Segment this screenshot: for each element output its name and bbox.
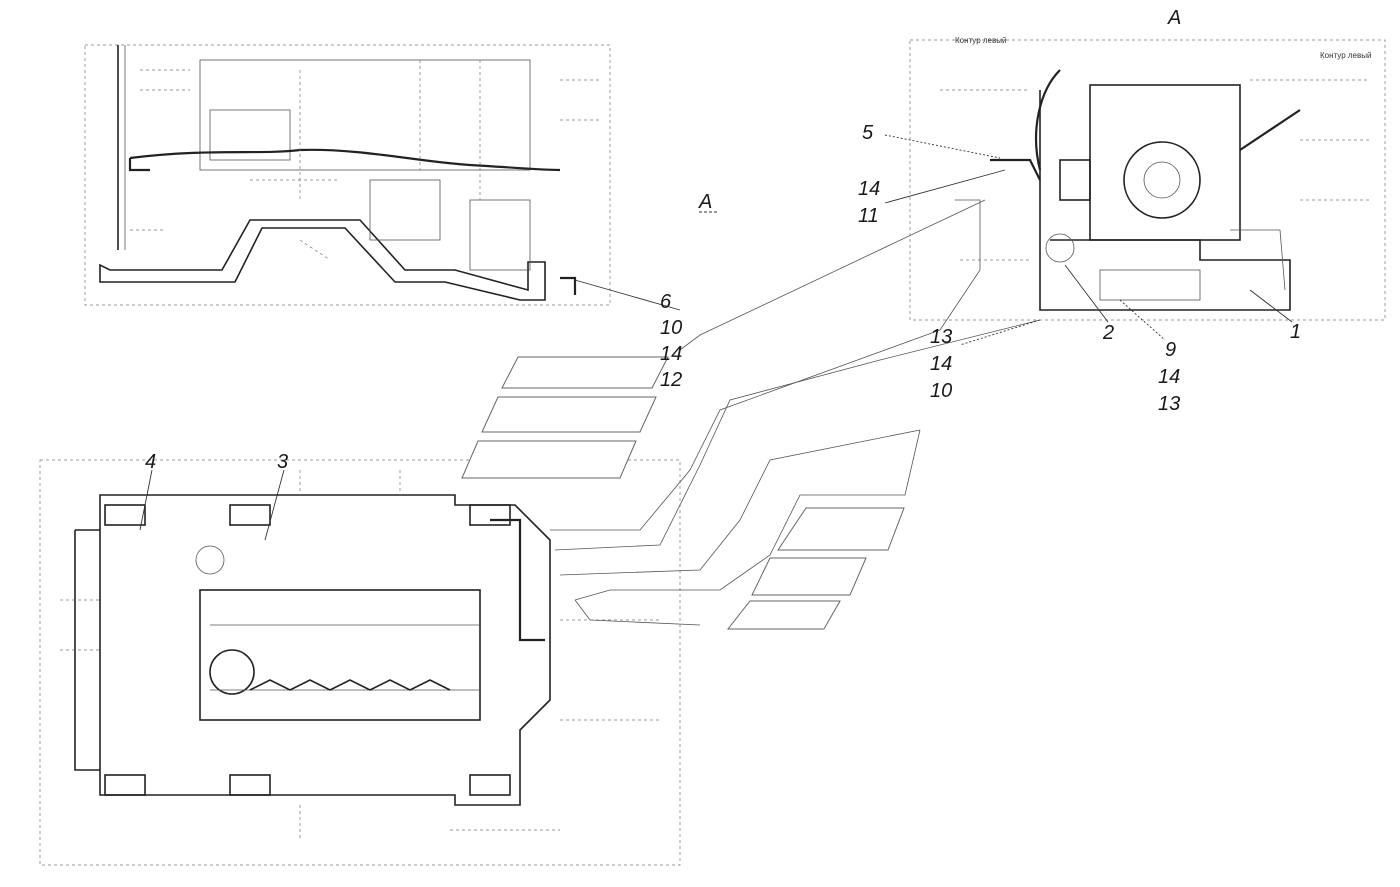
top-view-mount-6: [469, 774, 511, 796]
top-view-frame: [39, 459, 681, 866]
callout-14-c: 14: [930, 353, 952, 375]
top-view-engine: [199, 589, 481, 721]
callout-14-a: 14: [858, 178, 880, 200]
view-a-crossmember: [1099, 269, 1201, 301]
callout-1: 1: [1290, 321, 1301, 343]
panel-a1: [501, 356, 669, 389]
callout-12: 12: [660, 369, 682, 391]
top-view-filter: [209, 649, 255, 695]
side-view-hose-end: [128, 158, 150, 172]
panel-b2: [751, 557, 867, 596]
route-line-6: [574, 599, 701, 626]
side-view-fitting: [560, 276, 577, 295]
callout-14-b: 14: [660, 343, 682, 365]
leader-2: [1064, 264, 1109, 323]
top-view-mount-1: [104, 504, 146, 526]
view-a-flywheel-hub: [1143, 161, 1181, 199]
side-view-housing: [469, 199, 531, 271]
view-label-a-top: A: [1167, 7, 1181, 29]
top-view-mount-2: [229, 504, 271, 526]
leader-14-11: [884, 169, 1006, 204]
side-view-cylinder-head: [209, 109, 291, 161]
leader-4: [139, 469, 153, 531]
top-view-chassis-outline: [99, 494, 551, 806]
view-a-details: [940, 79, 1370, 261]
panel-a3: [461, 440, 637, 479]
side-view: [84, 44, 611, 306]
view-a-hose-right: [1239, 109, 1301, 151]
callout-3: 3: [277, 451, 288, 473]
callout-14-d: 14: [1158, 366, 1180, 388]
callout-5: 5: [862, 122, 874, 144]
leader-6: [574, 279, 681, 311]
view-a-hose-left: [990, 158, 1041, 181]
panel-a2: [481, 396, 657, 433]
side-view-frame-rail: [99, 219, 546, 301]
top-view-mount-4: [104, 774, 146, 796]
top-view-mount-3: [469, 504, 511, 526]
panel-b1: [777, 507, 905, 551]
route-line-4: [559, 429, 921, 576]
route-line-3: [574, 429, 921, 601]
view-a-component: [1059, 159, 1091, 201]
callout-10-b: 10: [930, 380, 952, 402]
callout-4: 4: [145, 451, 156, 473]
callout-11: 11: [858, 205, 879, 227]
top-view: [39, 459, 681, 866]
top-view-bumper: [74, 529, 100, 771]
leader-lines: [139, 134, 1293, 541]
callout-13-b: 13: [1158, 393, 1180, 415]
view-a-bracket-right: [1230, 229, 1286, 291]
leader-5: [884, 134, 1001, 159]
callout-6: 6: [660, 291, 672, 313]
panel-b3: [726, 600, 841, 630]
leader-13-14-10: [959, 319, 1041, 346]
side-view-frame: [84, 44, 611, 306]
callout-10-a: 10: [660, 317, 682, 339]
callout-9: 9: [1165, 339, 1176, 361]
view-a-frame: [909, 39, 1386, 321]
side-view-details: [130, 60, 600, 261]
top-view-injectors: [249, 679, 451, 691]
side-view-engine-block: [199, 59, 531, 171]
side-view-gearbox: [369, 179, 441, 241]
side-view-hose: [129, 148, 561, 172]
top-view-mount-5: [229, 774, 271, 796]
callout-2: 2: [1102, 322, 1114, 344]
view-a-note-right: Контур левый: [1320, 51, 1371, 60]
top-view-manifold: [210, 624, 480, 691]
view-a-hose-upper: [1034, 69, 1061, 171]
top-view-details: [60, 470, 660, 840]
callouts: A A 5 14 11 6 10 14 12 13 14 10 2 9 14 1…: [145, 7, 1301, 473]
route-line-5: [554, 319, 1041, 551]
view-a-note-left: Контур левый: [955, 36, 1006, 45]
callout-13-a: 13: [930, 326, 952, 348]
view-a: Контур левый Контур левый: [909, 36, 1386, 321]
view-label-a-side: A: [698, 191, 712, 213]
view-a-flywheel: [1123, 141, 1201, 219]
route-line-7: [679, 199, 986, 351]
routing-diagram: [461, 199, 1041, 630]
leader-3: [264, 469, 285, 541]
top-view-pump: [195, 545, 225, 575]
route-line-1: [939, 199, 981, 331]
view-a-pulley: [1045, 233, 1075, 263]
leader-1: [1249, 289, 1293, 323]
top-view-hose: [490, 518, 545, 642]
